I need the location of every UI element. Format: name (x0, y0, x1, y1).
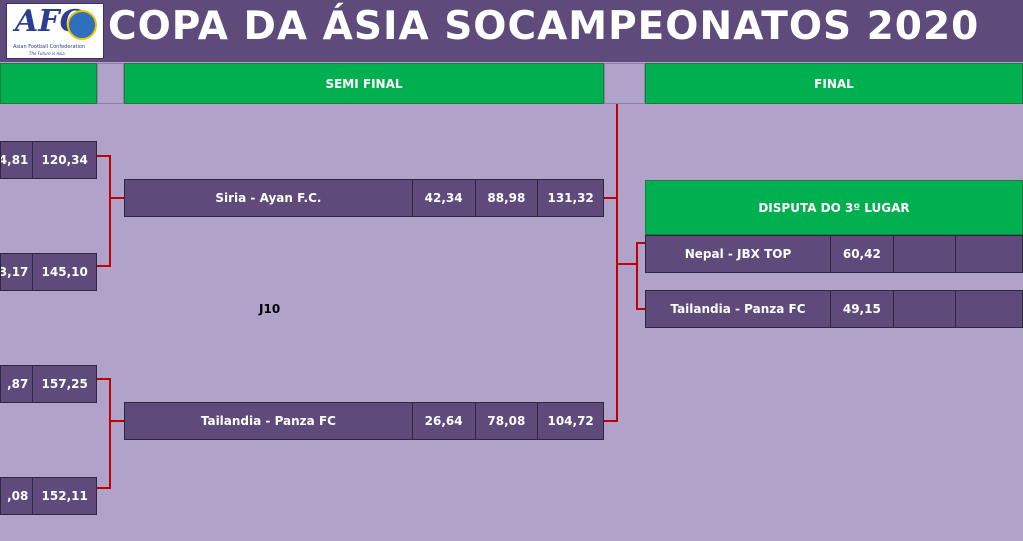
bracket-connector (97, 378, 110, 380)
quarter-row-1: 4,81 120,34 (0, 141, 97, 179)
quarter-row-3: ,87 157,25 (0, 365, 97, 403)
semi-final-header: SEMI FINAL (124, 63, 604, 104)
score-cell: ,08 (1, 478, 34, 514)
score-total: 104,72 (538, 403, 603, 439)
ball-icon (67, 10, 97, 40)
score-2: 78,08 (475, 403, 539, 439)
team-name: Nepal - JBX TOP (646, 236, 832, 272)
semi-match-1: Siria - Ayan F.C. 42,34 88,98 131,32 (124, 179, 604, 217)
page-title: COPA DA ÁSIA SOCAMPEONATOS 2020 (108, 4, 980, 49)
score-1: 60,42 (831, 236, 894, 272)
total-cell: 120,34 (33, 142, 96, 178)
bracket-connector (604, 420, 617, 422)
column-spacer (97, 63, 124, 104)
team-name: Tailandia - Panza FC (646, 291, 832, 327)
bracket-connector (604, 197, 617, 199)
column-spacer (604, 63, 645, 104)
score-total (956, 291, 1022, 327)
score-total (956, 236, 1022, 272)
title-bar: AFC Asian Football Confederation The Fut… (0, 0, 1023, 62)
quarter-row-2: 3,17 145,10 (0, 253, 97, 291)
bracket-connector (636, 242, 638, 310)
bracket-connector (109, 378, 111, 489)
score-2 (893, 236, 957, 272)
score-cell: ,87 (1, 366, 34, 402)
score-total: 131,32 (538, 180, 603, 216)
score-1: 26,64 (412, 403, 476, 439)
score-2: 88,98 (475, 180, 539, 216)
bracket-connector (109, 420, 124, 422)
total-cell: 157,25 (33, 366, 96, 402)
quarter-column-header (0, 63, 97, 104)
team-name: Siria - Ayan F.C. (125, 180, 413, 216)
team-name: Tailandia - Panza FC (125, 403, 413, 439)
bracket-connector (109, 197, 124, 199)
third-place-header: DISPUTA DO 3º LUGAR (645, 180, 1023, 235)
score-cell: 3,17 (1, 254, 34, 290)
afc-tagline: Asian Football Confederation (13, 44, 86, 50)
match-note: J10 (259, 302, 281, 316)
afc-slogan: The Future is Asia (29, 51, 65, 56)
quarter-row-4: ,08 152,11 (0, 477, 97, 515)
bracket-connector (636, 242, 645, 244)
total-cell: 145,10 (33, 254, 96, 290)
semi-match-2: Tailandia - Panza FC 26,64 78,08 104,72 (124, 402, 604, 440)
bracket-connector (636, 308, 645, 310)
score-2 (893, 291, 957, 327)
bracket-connector (109, 155, 111, 267)
final-header: FINAL (645, 63, 1023, 104)
score-cell: 4,81 (1, 142, 34, 178)
third-place-row-1: Nepal - JBX TOP 60,42 (645, 235, 1023, 273)
bracket-connector (97, 155, 110, 157)
bracket-connector (97, 265, 110, 267)
score-1: 49,15 (831, 291, 894, 327)
total-cell: 152,11 (33, 478, 96, 514)
third-place-row-2: Tailandia - Panza FC 49,15 (645, 290, 1023, 328)
bracket-connector (97, 487, 110, 489)
bracket-connector (617, 263, 637, 265)
score-1: 42,34 (412, 180, 476, 216)
afc-logo: AFC Asian Football Confederation The Fut… (6, 3, 104, 59)
